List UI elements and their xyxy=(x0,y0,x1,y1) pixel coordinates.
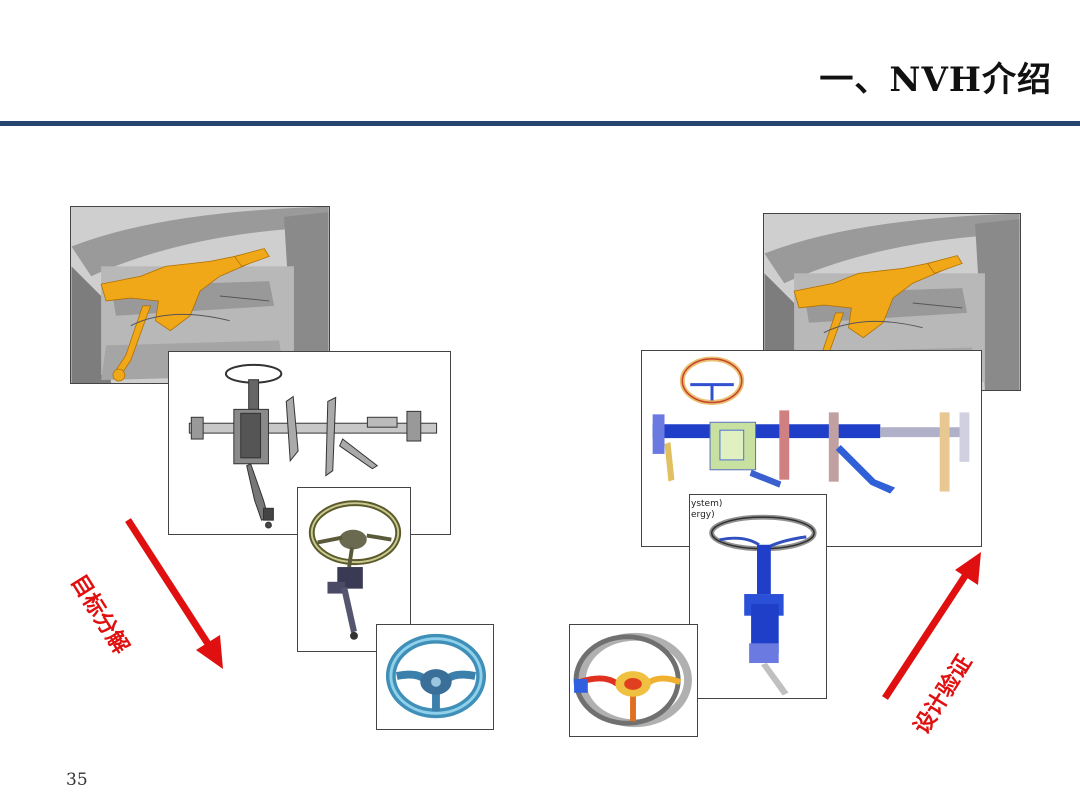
fea-overlay-line-1: ystem) xyxy=(691,499,723,509)
header-divider xyxy=(0,121,1080,126)
page-number: 35 xyxy=(66,770,88,790)
decomposition-arrow-icon xyxy=(125,518,223,669)
verification-arrow-icon xyxy=(882,552,981,700)
slide-title: 一、NVH介绍 xyxy=(819,60,1052,100)
fea-overlay-text: ystem) ergy) xyxy=(691,499,722,521)
fea-overlay-line-2: ergy) xyxy=(691,510,715,520)
fea-steering-wheel-image xyxy=(569,624,698,737)
steering-wheel-image-left xyxy=(376,624,494,730)
fea-steering-column-image xyxy=(689,494,827,699)
steering-system-assembly-image xyxy=(168,351,451,535)
